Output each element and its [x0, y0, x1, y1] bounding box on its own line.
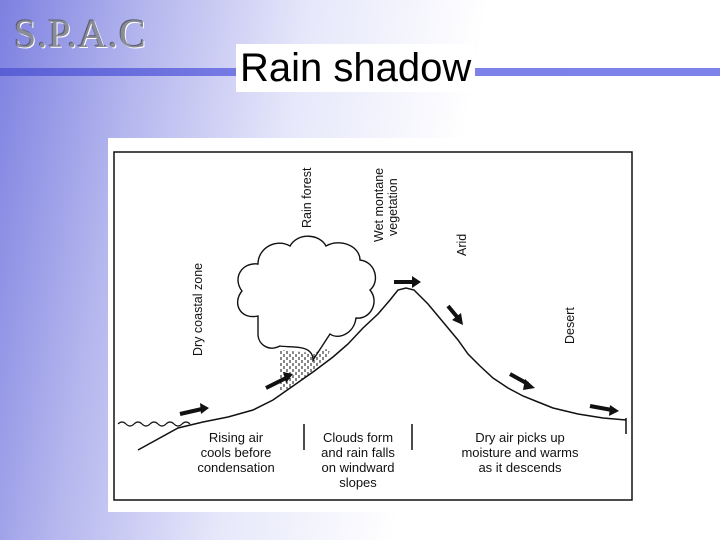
caption-clouds-line3: on windward — [322, 460, 395, 475]
caption-clouds-form: Clouds form and rain falls on windward s… — [321, 430, 395, 490]
arrow-rising-head — [283, 372, 293, 383]
caption-clouds-line1: Clouds form — [323, 430, 393, 445]
logo: S.P.A.C — [14, 11, 147, 56]
caption-rising-line2: cools before — [201, 445, 272, 460]
arrow-descend-2-head — [523, 379, 535, 390]
cloud — [237, 235, 377, 363]
arrow-summit-head — [412, 276, 421, 288]
arrow-descend-1 — [446, 304, 460, 320]
label-wet-montane-line2: vegetation — [386, 178, 400, 236]
caption-rising-line3: condensation — [197, 460, 274, 475]
mountain-profile — [137, 287, 627, 451]
airflow-arrows — [179, 276, 619, 416]
caption-dry-line2: moisture and warms — [461, 445, 579, 460]
arrow-leeward — [589, 404, 613, 412]
arrow-rising — [265, 376, 287, 390]
label-arid: Arid — [455, 234, 469, 256]
caption-rising-air: Rising air cools before condensation — [197, 430, 274, 475]
sea-surface — [117, 421, 191, 427]
diagram-frame — [113, 151, 633, 501]
label-wet-montane-line1: Wet montane — [372, 168, 386, 242]
caption-dry-air: Dry air picks up moisture and warms as i… — [461, 430, 579, 475]
arrow-leeward-head — [609, 405, 619, 416]
rain-shadow-diagram: Dry coastal zone Rain forest Wet montane… — [108, 138, 642, 512]
caption-dry-line3: as it descends — [478, 460, 562, 475]
caption-clouds-line2: and rain falls — [321, 445, 395, 460]
rain-shading — [280, 348, 330, 392]
caption-dry-line1: Dry air picks up — [475, 430, 565, 445]
arrow-onshore — [179, 407, 203, 416]
arrow-descend-1-head — [452, 313, 463, 325]
label-desert: Desert — [563, 307, 577, 344]
arrow-onshore-head — [200, 403, 209, 414]
caption-rising-line1: Rising air — [209, 430, 264, 445]
page-title: Rain shadow — [236, 44, 476, 92]
rain-shadow-svg: Dry coastal zone Rain forest Wet montane… — [113, 151, 633, 501]
label-rain-forest: Rain forest — [300, 167, 314, 228]
label-dry-coastal-zone: Dry coastal zone — [191, 263, 205, 356]
caption-clouds-line4: slopes — [339, 475, 377, 490]
